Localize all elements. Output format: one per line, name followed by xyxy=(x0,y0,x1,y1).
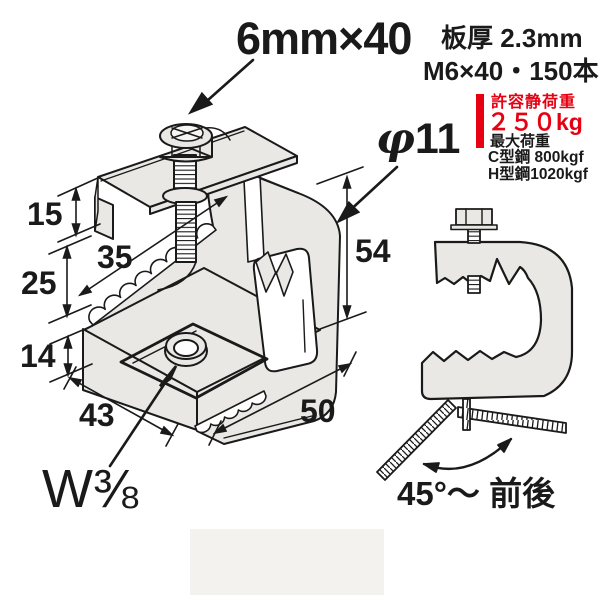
dim-bolt-offset: 35 xyxy=(97,239,133,275)
h-beam-load-value: H型鋼1020kgf xyxy=(488,166,588,183)
dim-side-height: 54 xyxy=(355,233,391,269)
dim-depth: 50 xyxy=(300,393,336,429)
base-groove-outline xyxy=(119,322,269,400)
allowable-static-load-label: 許容静荷重 xyxy=(491,94,577,111)
faint-background-box xyxy=(190,529,384,595)
swing-rods xyxy=(376,398,567,481)
main-bolt xyxy=(157,123,231,291)
swing-arrowhead-right xyxy=(497,438,512,453)
main-clamp-isometric-drawing xyxy=(82,123,341,445)
dim-lip-height: 15 xyxy=(27,196,63,232)
allowable-static-load-value: ２５０kg xyxy=(487,109,583,135)
side-view-body xyxy=(420,240,574,401)
thread-size-label: W⅜ xyxy=(42,459,139,519)
dim-base-width: 43 xyxy=(79,397,115,433)
load-panel-accent-bar xyxy=(476,94,484,148)
side-view-clamp xyxy=(420,208,574,401)
dim-base-height: 14 xyxy=(20,338,56,374)
max-load-label: 最大荷重 xyxy=(490,133,551,150)
thread-arrowhead xyxy=(158,365,178,388)
slot-grip-tab xyxy=(255,251,294,297)
swing-arrowhead-left xyxy=(423,462,440,473)
c-channel-load-value: C型鋼 800kgf xyxy=(488,149,584,166)
bolt-spec-label: 6mm×40 xyxy=(236,13,412,64)
hole-diameter-label: φ11 xyxy=(376,114,461,164)
plate-thickness-label: 板厚 2.3mm xyxy=(441,23,583,53)
phi-symbol: φ xyxy=(376,114,415,164)
thread-collar-hole xyxy=(173,339,199,357)
side-view-bolt xyxy=(450,208,498,294)
dim-jaw-gap: 25 xyxy=(21,265,57,301)
contents-label: M6×40・150本 xyxy=(423,56,599,86)
leader-arrows xyxy=(108,58,399,468)
flange-slot-channel xyxy=(243,175,265,263)
bolt-spec-arrowhead xyxy=(187,91,214,115)
hole-arrowhead xyxy=(335,200,361,224)
swing-range-label: 45°～ 前後 xyxy=(397,475,556,512)
dimension-lines xyxy=(48,166,367,447)
serrated-edge-lower xyxy=(194,390,267,434)
